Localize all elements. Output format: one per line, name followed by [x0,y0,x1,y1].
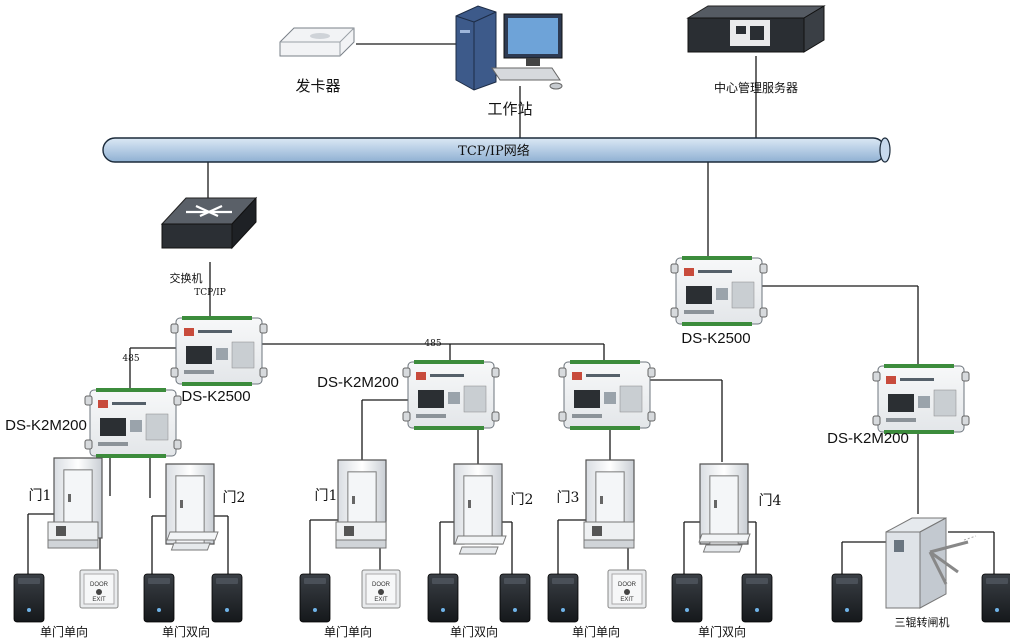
workstation-icon [455,5,563,91]
network-label: TCP/IP网络 [458,143,530,159]
door-label-1: 门1 [29,488,52,504]
turnstile-icon [885,517,977,609]
bolt-lock-1 [47,521,99,549]
controller-sub-1-label: DS-K2M200 [5,417,87,434]
card-reader-6 [499,573,531,623]
controller-main-right-label: DS-K2500 [681,330,750,347]
door-frame-6 [699,463,749,545]
switch-link-label: TCP/IP [194,288,226,298]
switch-icon [160,196,258,250]
caption-6: 单门双向 [698,624,746,639]
card-reader-8 [671,573,703,623]
card-issuer-icon [279,27,355,57]
card-reader-4 [299,573,331,623]
card-reader-3 [211,573,243,623]
controller-sub-3 [558,359,656,431]
card-reader-9 [741,573,773,623]
caption-turnstile: 三辊转闸机 [895,615,950,629]
exit-button-3 [607,569,647,609]
card-reader-2 [143,573,175,623]
tcp-ip-network-pipe: TCP/IP网络 [102,137,891,163]
card-issuer-label: 发卡器 [295,77,340,95]
door-label-3: 门1 [315,488,338,504]
caption-1: 单门单向 [40,624,88,639]
controller-main-left [170,315,268,387]
caption-4: 单门双向 [450,624,498,639]
card-reader-7 [547,573,579,623]
caption-3: 单门单向 [324,624,372,639]
door-label-4: 门2 [511,492,534,508]
door-frame-4 [453,463,503,545]
card-reader-1 [13,573,45,623]
controller-main-right [670,255,768,327]
server-label: 中心管理服务器 [714,80,798,95]
door-label-6: 门4 [759,493,782,509]
controller-sub-2 [402,359,500,431]
switch-label: 交换机 [170,271,203,285]
bolt-lock-3 [583,521,635,549]
controller-sub-1 [84,387,182,459]
server-icon [686,5,826,53]
card-reader-11 [981,573,1010,623]
workstation-label: 工作站 [487,100,532,118]
bolt-lock-2 [335,521,387,549]
bus-485-label-left: 485 [122,354,139,364]
caption-2: 单门双向 [162,624,210,639]
controller-main-left-label: DS-K2500 [181,388,250,405]
door-label-2: 门2 [223,490,246,506]
exit-button-2 [361,569,401,609]
controller-sub-2-label: DS-K2M200 [317,374,399,391]
controller-sub-4 [872,363,970,435]
card-reader-5 [427,573,459,623]
caption-5: 单门单向 [572,624,620,639]
controller-sub-4-label: DS-K2M200 [827,430,909,447]
door-label-5: 门3 [557,490,580,506]
card-reader-10 [831,573,863,623]
exit-button-1 [79,569,119,609]
bus-485-label-mid: 485 [424,339,441,349]
mag-lock-2 [454,535,507,555]
